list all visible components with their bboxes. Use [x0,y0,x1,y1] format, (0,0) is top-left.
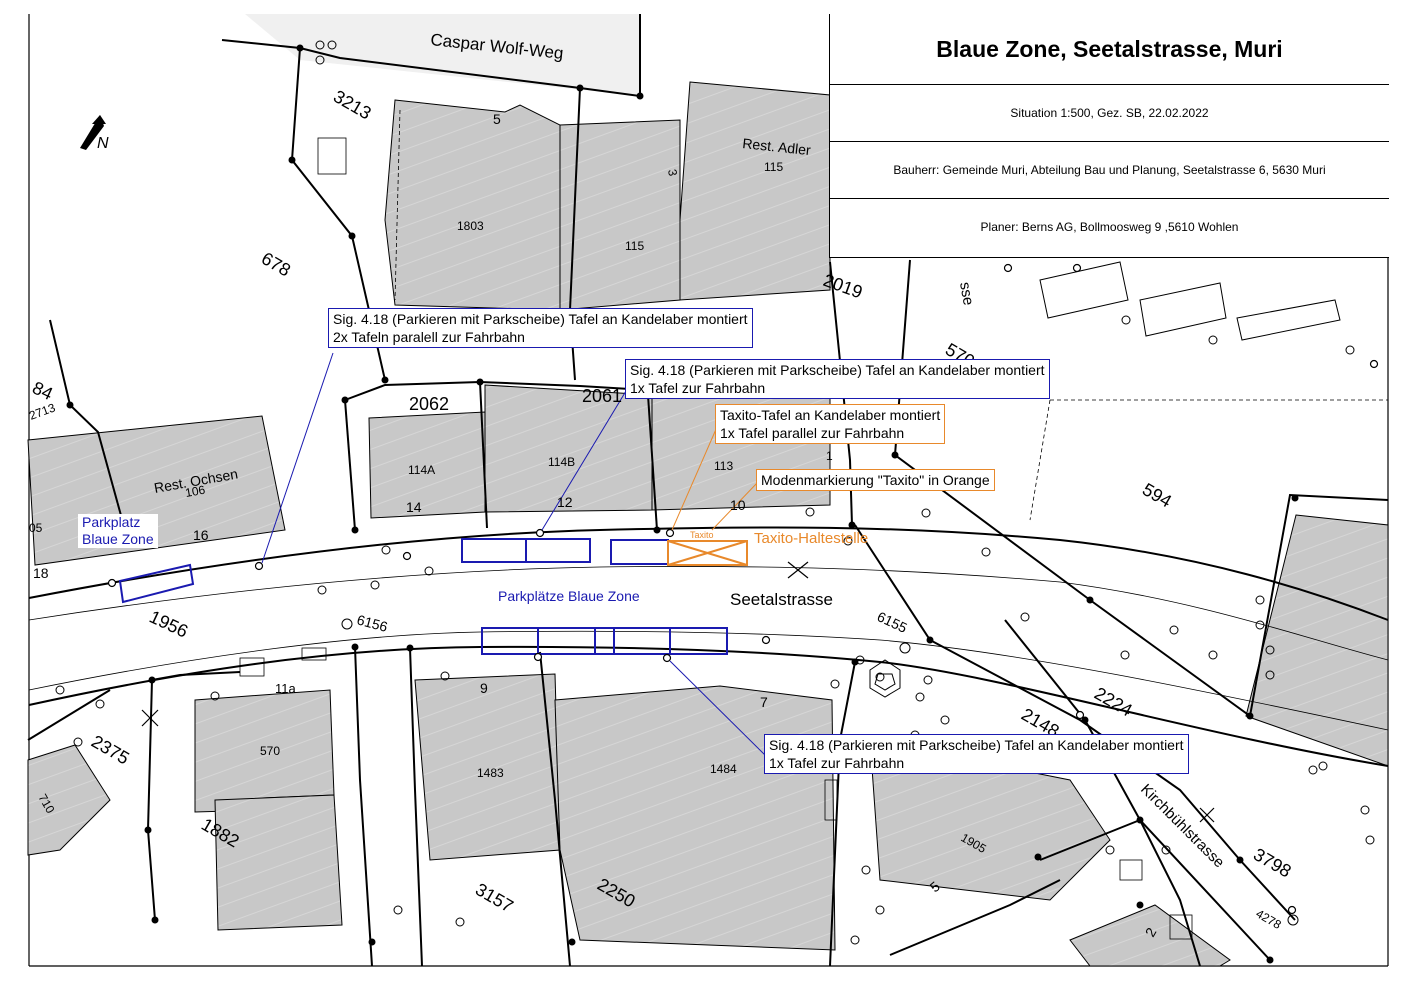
parcel-594: 594 [1139,479,1175,511]
bauherr-row: Bauherr: Gemeinde Muri, Abteilung Bau un… [830,141,1389,199]
rest-adler-label: Rest. Adler [742,135,812,158]
bldg-1: 1 [826,449,833,463]
bldg-115-adler: 115 [764,160,783,174]
building-1803 [384,99,561,311]
parkplaetze-blaue-zone-label: Parkplätze Blaue Zone [498,588,640,604]
buildings [27,81,1389,967]
callout-taxito-tafel-line2: 1x Tafel parallel zur Fahrbahn [720,425,905,441]
parking-north-2 [610,539,669,565]
parking-places [118,538,728,655]
planer-row: Planer: Berns AG, Bollmoosweg 9 ,5610 Wo… [980,220,1239,234]
bldg-1483: 1483 [477,766,504,780]
callout-sig-west-line2: 2x Tafeln paralell zur Fahrbahn [333,329,525,345]
survey-points [66,44,1299,964]
bldg-1484: 1484 [710,762,737,776]
bldg-18: 18 [33,565,49,581]
bldg-106: 106 [184,483,206,500]
bldg-1803: 1803 [457,219,484,233]
parkplatz-label-line2: Blaue Zone [82,531,154,547]
callout-sig-north-line1: Sig. 4.18 (Parkieren mit Parkscheibe) Ta… [630,362,1045,378]
road-centerlines [28,566,1389,731]
north-label: N [97,135,109,152]
bldg-14: 14 [406,499,422,515]
building-114b [484,384,653,513]
bldg-05: 05 [29,521,43,535]
parcel-6155: 6155 [875,608,910,636]
bldg-9: 9 [480,680,488,696]
bldg-115: 115 [625,239,644,253]
parcel-3798: 3798 [1250,844,1295,881]
parcel-2061: 2061 [582,386,622,406]
building-2 [1069,904,1231,967]
bldg-114b: 114B [548,455,575,469]
bldg-3: 3 [665,168,680,177]
bldg-11a: 11a [275,681,296,696]
plaza-area [245,14,640,96]
parcel-678: 678 [258,248,294,280]
parking-south [481,627,728,655]
parcel-2062: 2062 [409,394,449,414]
title-block: Blaue Zone, Seetalstrasse, Muri Situatio… [829,14,1389,258]
parcel-2019: 2019 [821,270,865,302]
parcel-4278: 4278 [1254,906,1284,932]
dashed-lines [394,109,1388,521]
stairs [239,137,1193,940]
street-partial: sse [956,281,977,307]
callout-taxito-tafel: Taxito-Tafel an Kandelaber montiert 1x T… [715,404,946,444]
parkplatz-label-line1: Parkplatz [82,514,141,530]
bldg-16: 16 [193,527,209,543]
north-arrow-icon [80,115,106,150]
parcel-3157: 3157 [472,879,517,916]
callout-sig-west: Sig. 4.18 (Parkieren mit Parkscheibe) Ta… [328,308,753,348]
parking-stripes-ne [1039,261,1341,341]
callout-sig-south-line2: 1x Tafel zur Fahrbahn [769,755,905,771]
bldg-10: 10 [730,497,746,513]
building-rest-adler [679,81,831,301]
road-edges [28,526,1389,767]
taxito-stop [667,540,748,566]
taxito-haltestelle-label: Taxito-Haltestelle [754,530,869,547]
taxito-marking-text: Taxito [690,530,714,540]
bldg-12: 12 [557,494,573,510]
callout-taxito-tafel-line1: Taxito-Tafel an Kandelaber montiert [720,407,941,423]
parkplatz-blaue-zone-label: Parkplatz Blaue Zone [78,514,158,548]
plan-title: Blaue Zone, Seetalstrasse, Muri [830,14,1389,85]
building-1484 [554,685,836,951]
crosses [141,561,1215,823]
callout-sig-north-line2: 1x Tafel zur Fahrbahn [630,380,766,396]
situation-row: Situation 1:500, Gez. SB, 22.02.2022 [830,84,1389,142]
callout-sig-west-line1: Sig. 4.18 (Parkieren mit Parkscheibe) Ta… [333,311,748,327]
parcel-3213: 3213 [330,86,375,123]
parcel-2713: 2713 [27,400,57,422]
bldg-570: 570 [260,744,280,758]
building-594 [1245,514,1389,767]
bldg-114a: 114A [408,463,435,477]
street-kirchbuehl: Kirchbühlstrasse [1137,781,1227,871]
callout-sig-north: Sig. 4.18 (Parkieren mit Parkscheibe) Ta… [625,359,1050,399]
callout-leaders [261,352,769,759]
callout-marking-line1: Modenmarkierung "Taxito" in Orange [761,472,990,488]
lamp-posts [107,263,1379,915]
bldg-5: 5 [493,111,501,127]
callout-sig-south: Sig. 4.18 (Parkieren mit Parkscheibe) Ta… [764,734,1189,774]
callout-marking: Modenmarkierung "Taxito" in Orange [756,469,995,491]
building-570-south [214,794,343,931]
bldg-7: 7 [760,694,768,710]
callout-sig-south-line1: Sig. 4.18 (Parkieren mit Parkscheibe) Ta… [769,737,1184,753]
fountain [869,659,901,698]
parcel-1956: 1956 [146,606,191,641]
bldg-113: 113 [714,459,733,473]
building-710 [27,744,111,856]
parcel-6156: 6156 [355,611,389,635]
street-seetal: Seetalstrasse [730,590,833,609]
parking-west [118,563,195,604]
parcel-2375: 2375 [88,731,133,768]
parcel-2224: 2224 [1091,683,1136,720]
